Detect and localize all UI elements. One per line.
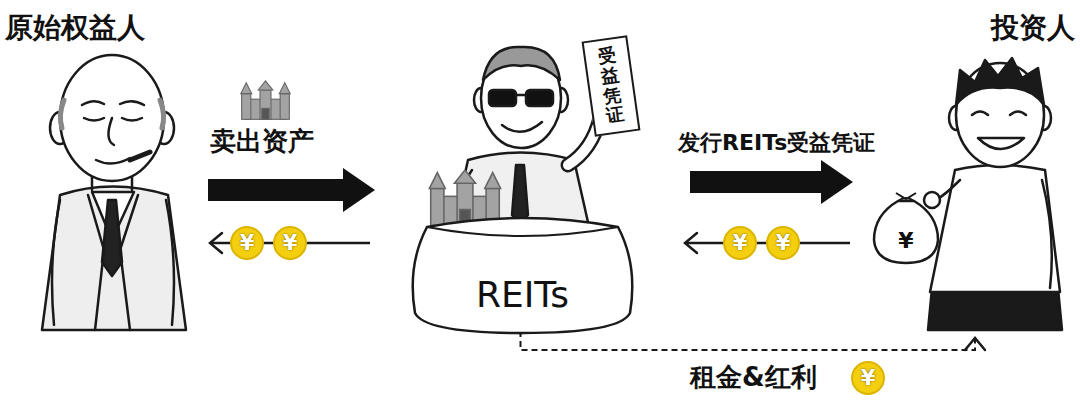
asset-icon	[241, 81, 291, 119]
edge-label: 卖出资产	[210, 124, 314, 159]
certificate-paper: 受益凭证	[582, 35, 641, 136]
node-text: 受益凭证	[597, 45, 626, 127]
investor-figure	[924, 58, 1062, 330]
money-bag-outline	[868, 185, 944, 265]
arrow-line	[521, 331, 976, 350]
outline-detail	[896, 193, 916, 201]
edge-label: 发行REITs受益凭证	[678, 128, 875, 158]
flow-arrow	[690, 160, 853, 204]
money-bag: ¥	[868, 185, 944, 265]
flow-arrow	[208, 168, 375, 212]
outline	[413, 218, 633, 333]
edge-label: 租金&红利	[690, 360, 817, 395]
yen-coin: ¥	[273, 226, 307, 260]
outline	[874, 201, 938, 263]
yen-coin: ¥	[230, 226, 264, 260]
party-heading: 原始权益人	[5, 5, 145, 51]
coin-symbol: ¥	[776, 233, 791, 254]
coin-symbol: ¥	[733, 233, 748, 254]
reits-bag: REITs	[405, 205, 640, 335]
party-figure: 投资人	[855, 5, 1075, 335]
yen-coin: ¥	[851, 361, 885, 395]
asset-icon	[429, 170, 500, 225]
arrow-head	[965, 338, 985, 350]
arrow-body	[690, 160, 853, 204]
arrow-head	[685, 233, 697, 253]
party-heading: 投资人	[991, 5, 1075, 51]
outline-detail	[427, 227, 618, 236]
party-figure: 原始权益人	[5, 5, 205, 335]
yen-coin: ¥	[766, 226, 800, 260]
reits-bag-outline	[405, 205, 640, 335]
owner-figure	[42, 55, 186, 330]
coin-symbol: ¥	[240, 233, 255, 254]
arrow-body	[208, 168, 375, 212]
node-text: ¥	[898, 228, 913, 253]
arrow-head	[210, 233, 222, 253]
node-text: REITs	[476, 274, 569, 315]
coin-symbol: ¥	[861, 368, 876, 389]
coin-symbol: ¥	[283, 233, 298, 254]
yen-coin: ¥	[723, 226, 757, 260]
